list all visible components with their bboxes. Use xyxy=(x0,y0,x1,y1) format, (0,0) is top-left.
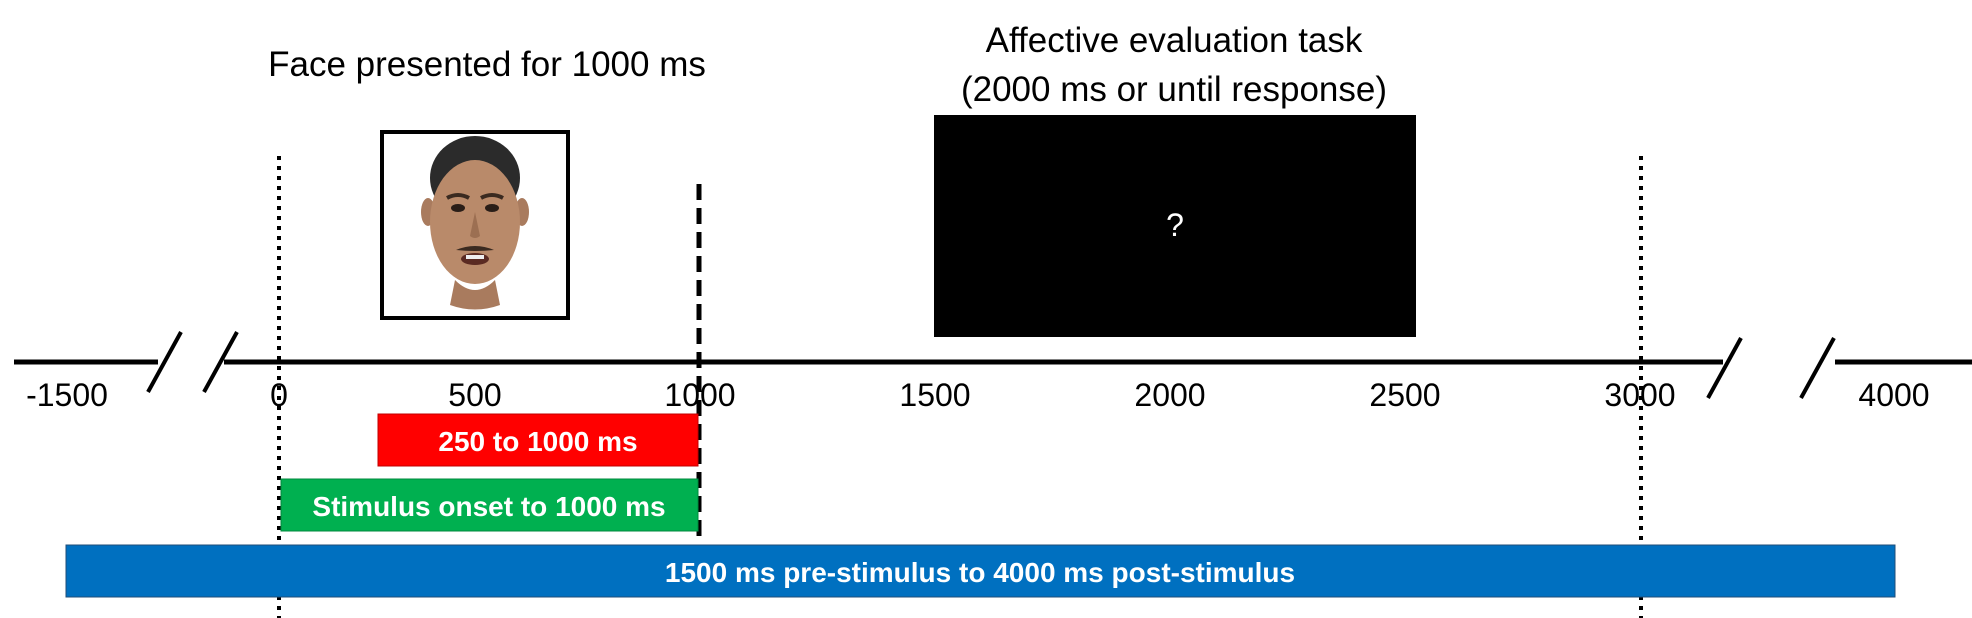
axis-break-left xyxy=(146,331,239,393)
window-bar-250-1000 xyxy=(377,413,699,467)
tick-label: 3000 xyxy=(1604,377,1675,413)
tick-label: 1000 xyxy=(664,377,735,413)
tick-label: 1500 xyxy=(899,377,970,413)
evaluation-screen xyxy=(934,115,1416,337)
tick-label: 0 xyxy=(270,377,288,413)
window-label-onset-1000: Stimulus onset to 1000 ms xyxy=(312,491,665,522)
task-stage-subtitle: (2000 ms or until response) xyxy=(961,70,1387,109)
evaluation-prompt-symbol: ? xyxy=(1166,207,1184,243)
window-bar-onset-1000 xyxy=(280,478,699,532)
tick-label: 500 xyxy=(448,377,501,413)
tick-label: 2000 xyxy=(1134,377,1205,413)
window-bar-full-epoch xyxy=(65,544,1896,598)
window-label-full-epoch: 1500 ms pre-stimulus to 4000 ms post-sti… xyxy=(665,557,1295,588)
tick-label: -1500 xyxy=(26,377,108,413)
face-stimulus xyxy=(380,130,570,320)
window-label-250-1000: 250 to 1000 ms xyxy=(438,426,637,457)
axis-break-right xyxy=(1706,337,1836,399)
face-stage-title: Face presented for 1000 ms xyxy=(268,45,706,84)
face-icon xyxy=(421,136,529,310)
task-stage-title: Affective evaluation task xyxy=(986,21,1363,60)
tick-label: 2500 xyxy=(1369,377,1440,413)
tick-label: 4000 xyxy=(1858,377,1929,413)
